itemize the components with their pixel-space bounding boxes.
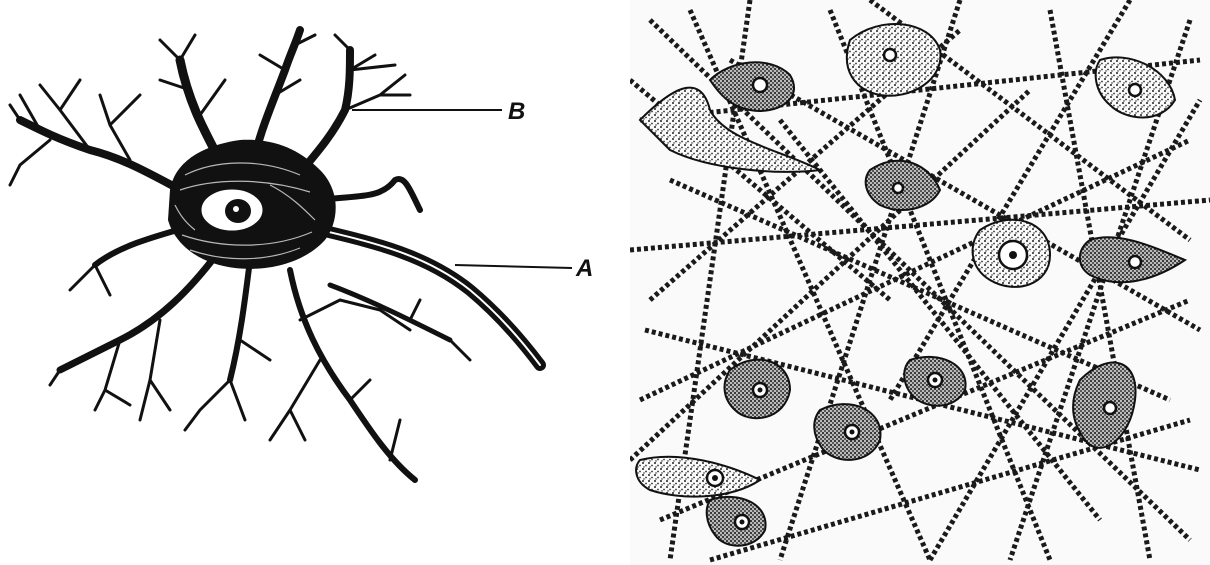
leader-line-a <box>455 265 572 268</box>
dendrite <box>60 250 220 370</box>
label-b: B <box>508 98 525 126</box>
dendrite <box>330 285 450 340</box>
nuclei <box>707 49 1141 529</box>
dendrite <box>290 270 415 480</box>
cell <box>636 457 760 497</box>
nerve-tissue-illustration <box>630 0 1210 565</box>
dendrite <box>230 260 250 380</box>
label-a: A <box>576 255 593 283</box>
tissue-drawing <box>630 0 1210 565</box>
neuron-drawing <box>0 0 620 565</box>
neuron-illustration: B A <box>0 0 620 565</box>
axon <box>300 225 540 365</box>
